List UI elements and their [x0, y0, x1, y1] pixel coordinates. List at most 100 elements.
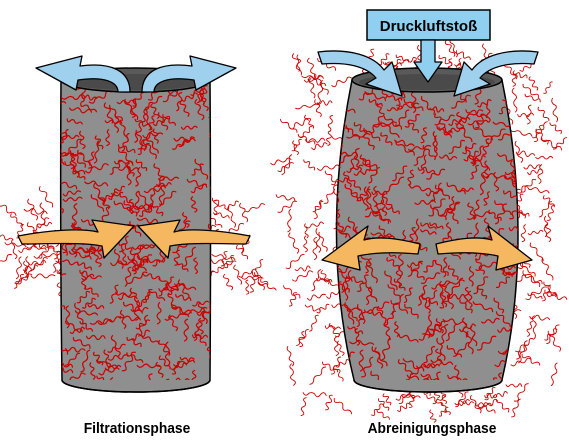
fiber-strand [325, 171, 338, 185]
fiber-strand [240, 203, 248, 221]
fiber-strand [293, 141, 299, 155]
fiber-strand [334, 366, 344, 382]
fiber-strand [506, 384, 522, 387]
fiber-strand [28, 199, 38, 220]
fiber-strand [212, 198, 225, 208]
filter-cartridge-right [306, 68, 548, 409]
fiber-strand [310, 367, 326, 384]
fiber-strand [396, 55, 409, 62]
fiber-strand [31, 258, 48, 271]
fiber-strand [284, 286, 300, 298]
fiber-strand [530, 371, 541, 383]
fiber-strand [288, 209, 292, 232]
fiber-strand [317, 319, 339, 328]
fiber-strand [332, 77, 352, 87]
fiber-strand [223, 274, 232, 290]
fiber-strand [102, 394, 116, 398]
fiber-strand [210, 338, 217, 350]
fiber-strand [519, 221, 541, 225]
fiber-strand [287, 347, 294, 366]
caption-cleaning-phase: Abreinigungsphase [358, 420, 505, 437]
fiber-strand [315, 355, 326, 368]
fiber-strand [450, 39, 457, 57]
fiber-strand [510, 130, 532, 137]
fiber-strand [51, 113, 60, 133]
fiber-strand [278, 201, 297, 212]
fiber-strand [245, 204, 264, 212]
fiber-strand [542, 259, 553, 280]
fiber-strand [236, 245, 247, 258]
fiber-strand [282, 155, 292, 175]
fiber-strand [538, 165, 543, 184]
fiber-strand [27, 245, 47, 249]
fiber-strand [511, 94, 526, 107]
fiber-strand [535, 297, 546, 310]
fiber-strand [533, 122, 548, 138]
fiber-strand [255, 259, 263, 276]
fiber-strand [536, 156, 553, 159]
fiber-strand [33, 218, 49, 231]
fiber-strand [550, 123, 562, 134]
fiber-strand [305, 305, 320, 311]
fiber-strand [246, 280, 249, 294]
fiber-strand [81, 391, 86, 409]
fiber-strand [300, 126, 312, 137]
fiber-strand [321, 355, 338, 359]
fiber-strand [39, 187, 52, 208]
fiber-strand [0, 255, 12, 268]
fiber-strand [334, 337, 338, 355]
fiber-strand [328, 261, 332, 278]
fiber-strand [544, 82, 553, 93]
fiber-strand [456, 51, 470, 60]
caption-filtration-phase: Filtrationsphase [68, 420, 206, 437]
fiber-strand [527, 322, 532, 337]
fiber-strand [323, 203, 335, 223]
fiber-strand [337, 75, 341, 98]
fiber-strand [37, 365, 60, 369]
fiber-strand [521, 225, 525, 242]
fiber-strand [529, 77, 538, 90]
fiber-strand [304, 236, 308, 252]
fiber-strand [211, 390, 227, 396]
fiber-strand [538, 107, 549, 121]
fiber-strand [528, 278, 532, 293]
fiber-strand [301, 398, 306, 416]
fiber-strand [497, 400, 509, 413]
fiber-strand [322, 331, 328, 346]
fiber-strand [295, 266, 310, 271]
fiber-strand [11, 214, 23, 226]
callout-label: Druckluftstoß [380, 18, 478, 35]
fiber-strand [303, 393, 326, 397]
fiber-strand [48, 192, 59, 209]
fiber-strand [313, 237, 317, 259]
fiber-strand [305, 138, 324, 142]
fiber-strand [528, 169, 542, 175]
fiber-strand [286, 254, 304, 268]
fiber-strand [315, 349, 326, 360]
fiber-strand [530, 243, 543, 261]
fiber-strand [323, 195, 326, 211]
fiber-strand [38, 320, 57, 334]
fiber-strand [518, 113, 534, 117]
fiber-strand [211, 187, 224, 193]
fiber-strand [512, 88, 517, 112]
fiber-strand [72, 386, 79, 407]
fiber-strand [532, 316, 536, 339]
fiber-strand [302, 76, 323, 80]
fiber-strand [545, 224, 551, 242]
fiber-strand [544, 282, 556, 297]
fiber-strand [528, 187, 550, 193]
fiber-strand [327, 131, 332, 146]
fiber-strand [339, 381, 354, 387]
fiber-strand [552, 98, 558, 121]
fiber-strand [308, 79, 326, 86]
fiber-strand [307, 294, 325, 300]
fiber-strand [214, 200, 218, 214]
fiber-strand [278, 162, 293, 171]
fiber-strand [398, 403, 410, 411]
fiber-strand [31, 274, 55, 278]
fiber-strand [524, 165, 541, 169]
fiber-strand [327, 91, 332, 109]
fiber-strand [512, 71, 516, 87]
